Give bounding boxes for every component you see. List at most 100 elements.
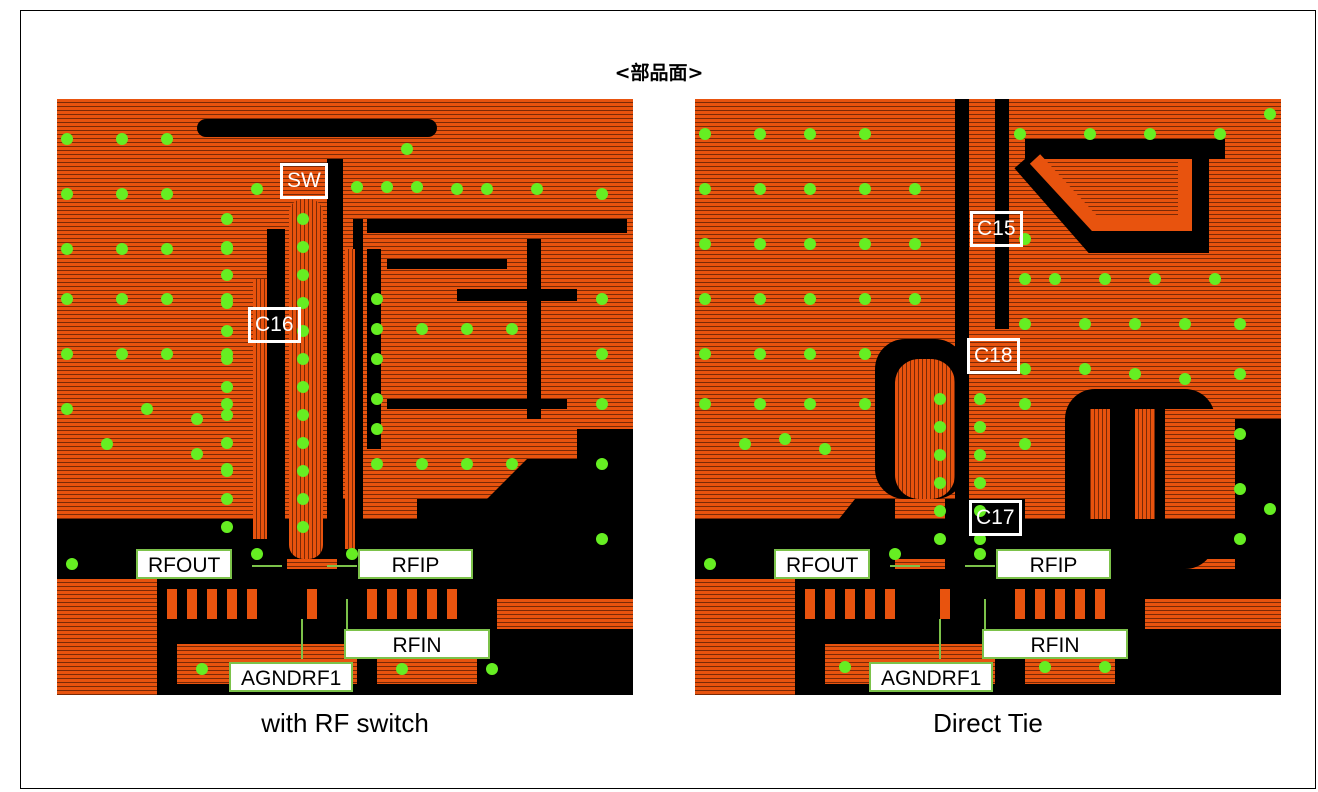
pin-label-rfout-left: RFOUT bbox=[136, 549, 233, 579]
via-dot bbox=[859, 238, 871, 250]
via-dot bbox=[221, 381, 233, 393]
via-dot bbox=[221, 465, 233, 477]
via-dot bbox=[1099, 661, 1111, 673]
pin-label-rfout-right: RFOUT bbox=[774, 549, 871, 579]
via-dot bbox=[1179, 373, 1191, 385]
via-dot bbox=[116, 243, 128, 255]
via-dot bbox=[934, 477, 946, 489]
pin-label-rfin-left: RFIN bbox=[344, 629, 490, 659]
via-dot bbox=[221, 493, 233, 505]
via-dot bbox=[1144, 128, 1156, 140]
part-label-c16: C16 bbox=[248, 307, 301, 343]
via-dot bbox=[934, 449, 946, 461]
via-dot bbox=[1019, 318, 1031, 330]
via-dot bbox=[297, 493, 309, 505]
via-dot bbox=[974, 449, 986, 461]
via-dot bbox=[859, 183, 871, 195]
via-dot bbox=[297, 381, 309, 393]
via-dot bbox=[699, 238, 711, 250]
via-dot bbox=[221, 353, 233, 365]
via-dot bbox=[101, 438, 113, 450]
via-dot bbox=[754, 348, 766, 360]
via-dot bbox=[909, 238, 921, 250]
via-dot bbox=[161, 348, 173, 360]
via-dot bbox=[381, 181, 393, 193]
via-dot bbox=[191, 448, 203, 460]
via-dot bbox=[416, 323, 428, 335]
pin-label-agnd-left: AGNDRF1 bbox=[229, 662, 354, 692]
via-dot bbox=[754, 128, 766, 140]
via-dot bbox=[1129, 368, 1141, 380]
via-dot bbox=[116, 133, 128, 145]
pin-label-rfin-right: RFIN bbox=[982, 629, 1128, 659]
figure-frame bbox=[20, 10, 1316, 789]
via-dot bbox=[66, 558, 78, 570]
via-dot bbox=[251, 548, 263, 560]
pcb-layout-direct-tie bbox=[695, 99, 1281, 695]
via-dot bbox=[297, 409, 309, 421]
via-dot bbox=[934, 533, 946, 545]
via-dot bbox=[61, 403, 73, 415]
via-dot bbox=[779, 433, 791, 445]
figure-title: <部品面> bbox=[614, 62, 704, 84]
via-dot bbox=[161, 243, 173, 255]
via-dot bbox=[1234, 483, 1246, 495]
via-dot bbox=[934, 421, 946, 433]
pcb-layout-with-switch bbox=[57, 99, 633, 695]
via-dot bbox=[61, 133, 73, 145]
via-dot bbox=[859, 348, 871, 360]
via-dot bbox=[191, 413, 203, 425]
part-label-c17: C17 bbox=[969, 500, 1022, 536]
caption-left: with RF switch bbox=[261, 708, 429, 738]
part-label-c15: C15 bbox=[970, 211, 1023, 247]
via-dot bbox=[61, 243, 73, 255]
via-dot bbox=[596, 188, 608, 200]
via-dot bbox=[739, 438, 751, 450]
via-dot bbox=[461, 323, 473, 335]
via-dot bbox=[804, 293, 816, 305]
via-dot bbox=[221, 521, 233, 533]
caption-right: Direct Tie bbox=[933, 708, 1043, 738]
via-dot bbox=[297, 213, 309, 225]
via-dot bbox=[346, 548, 358, 560]
via-dot bbox=[974, 505, 986, 517]
via-dot bbox=[804, 183, 816, 195]
via-dot bbox=[297, 353, 309, 365]
via-dot bbox=[804, 128, 816, 140]
via-dot bbox=[1079, 363, 1091, 375]
via-dot bbox=[909, 183, 921, 195]
via-dot bbox=[451, 183, 463, 195]
via-dot bbox=[116, 348, 128, 360]
part-label-c18: C18 bbox=[967, 338, 1020, 374]
via-dot bbox=[596, 458, 608, 470]
via-dot bbox=[974, 533, 986, 545]
pin-label-rfip-right: RFIP bbox=[996, 549, 1111, 579]
via-dot bbox=[221, 297, 233, 309]
via-dot bbox=[61, 293, 73, 305]
via-dot bbox=[371, 393, 383, 405]
via-dot bbox=[297, 297, 309, 309]
via-dot bbox=[506, 458, 518, 470]
via-dot bbox=[704, 558, 716, 570]
via-dot bbox=[1099, 273, 1111, 285]
via-dot bbox=[1209, 273, 1221, 285]
via-dot bbox=[371, 293, 383, 305]
via-dot bbox=[1234, 318, 1246, 330]
via-dot bbox=[859, 398, 871, 410]
via-dot bbox=[1019, 363, 1031, 375]
via-dot bbox=[804, 238, 816, 250]
via-dot bbox=[1234, 368, 1246, 380]
via-dot bbox=[839, 661, 851, 673]
via-dot bbox=[401, 143, 413, 155]
via-dot bbox=[531, 183, 543, 195]
via-dot bbox=[804, 348, 816, 360]
pcb-left-drawing bbox=[57, 99, 633, 695]
via-dot bbox=[297, 269, 309, 281]
via-dot bbox=[461, 458, 473, 470]
via-dot bbox=[1079, 318, 1091, 330]
via-dot bbox=[754, 293, 766, 305]
via-dot bbox=[699, 183, 711, 195]
via-dot bbox=[889, 548, 901, 560]
via-dot bbox=[411, 181, 423, 193]
via-dot bbox=[61, 188, 73, 200]
